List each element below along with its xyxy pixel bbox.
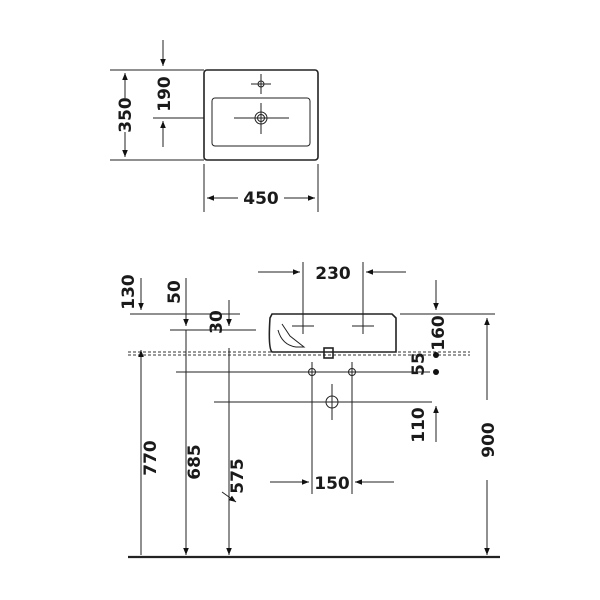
dim-110: 110 <box>409 407 429 443</box>
basin-outline-top <box>203 69 319 161</box>
dim-160: 160 <box>429 315 449 351</box>
tap-hole-side-icon <box>292 318 374 334</box>
dim-30: 30 <box>207 310 227 334</box>
dim-55: 55 <box>409 352 429 376</box>
dim-190: 190 <box>155 76 175 112</box>
dim-770: 770 <box>141 440 161 476</box>
dim-50: 50 <box>165 280 185 304</box>
dim-150: 150 <box>314 474 350 494</box>
dim-450: 450 <box>243 189 279 209</box>
dim-350: 350 <box>116 97 136 133</box>
dim-685: 685 <box>185 444 205 480</box>
basin-bowl-top <box>211 97 311 147</box>
dim-575: 575 <box>228 458 248 494</box>
dim-230: 230 <box>315 264 351 284</box>
tap-hole-icon <box>251 74 271 94</box>
top-view: 350 190 450 <box>110 40 319 212</box>
pipe-hole-icon <box>308 362 366 382</box>
drain-hole-icon <box>234 103 289 134</box>
dim-900: 900 <box>479 422 499 458</box>
outlet-icon <box>325 384 339 420</box>
dim-130: 130 <box>119 274 139 310</box>
side-view: 230 130 50 30 160 55 110 <box>119 262 500 559</box>
leader-575 <box>221 491 237 503</box>
basin-side-profile <box>268 313 397 359</box>
